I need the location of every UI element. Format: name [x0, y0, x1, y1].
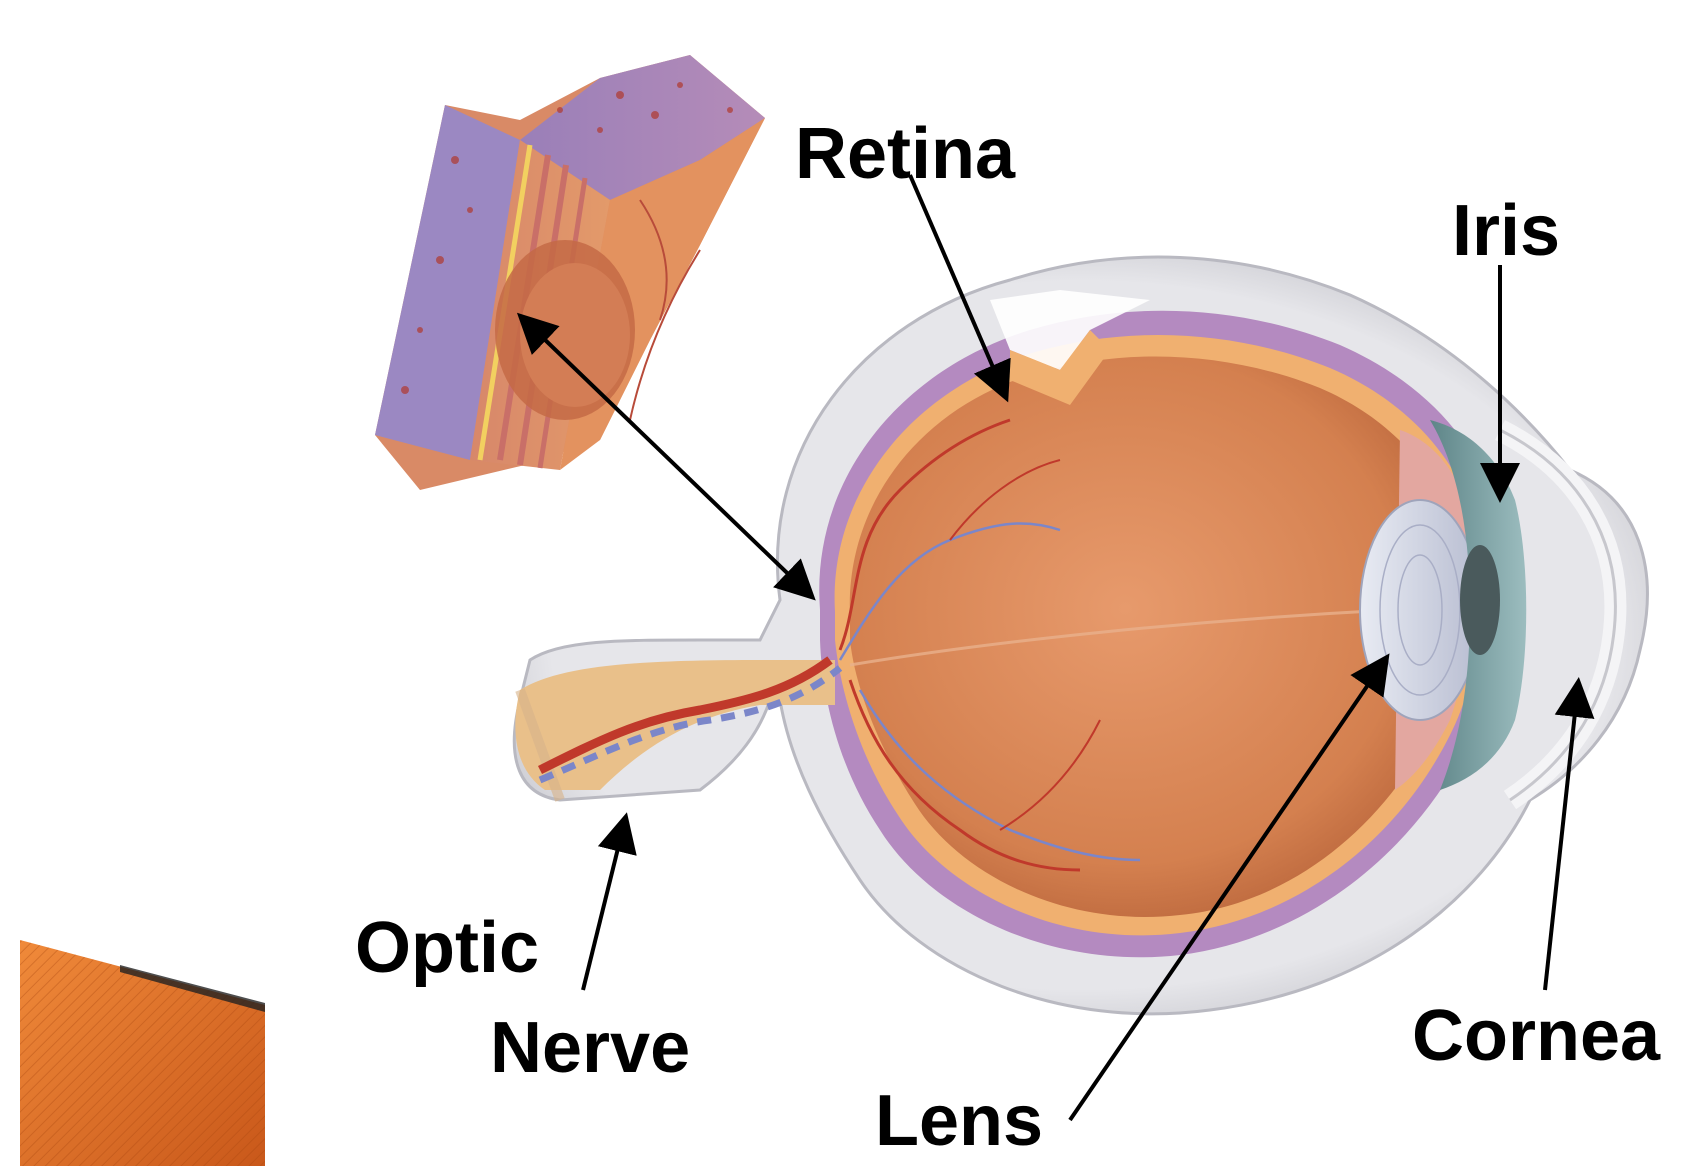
eyeball — [514, 257, 1647, 1014]
label-nerve: Nerve — [490, 1012, 690, 1084]
fovea-double-arrow — [540, 335, 810, 595]
label-iris: Iris — [1452, 195, 1560, 267]
label-lens: Lens — [875, 1085, 1043, 1157]
label-optic: Optic — [355, 912, 539, 984]
optic-nerve-arrow — [583, 820, 625, 990]
label-retina: Retina — [795, 118, 1015, 190]
label-cornea: Cornea — [1412, 1000, 1660, 1072]
slide-accent-shape — [20, 940, 265, 1166]
retina-tissue-block — [375, 55, 765, 490]
